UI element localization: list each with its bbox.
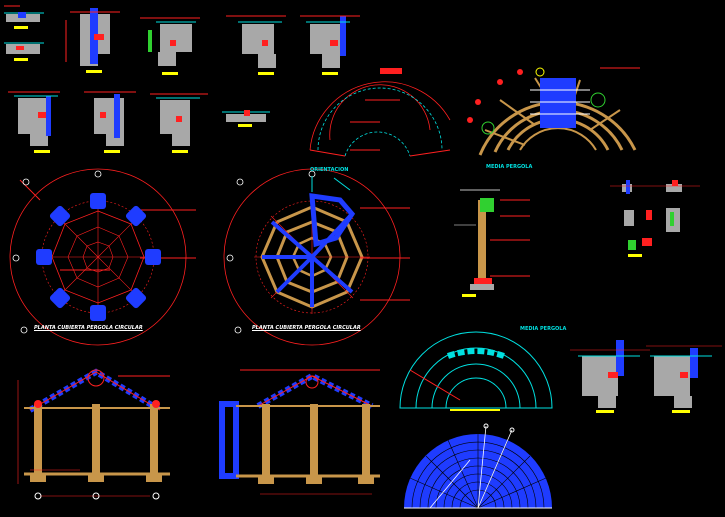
detail-foundation-2 xyxy=(140,17,200,75)
orientacion-label: ORIENTACION xyxy=(310,167,349,173)
section-elevation-1 xyxy=(17,368,170,500)
half-circle-grid-plan xyxy=(404,423,552,509)
detail-small-3 xyxy=(222,110,270,127)
planta-cubierta-markers-1 xyxy=(12,170,102,334)
detail-foundation-5 xyxy=(8,91,60,153)
detail-small-1 xyxy=(4,5,44,29)
half-circle-elevation xyxy=(399,331,553,411)
planta-cubierta-columns-1 xyxy=(36,193,161,321)
media-pergola-structure xyxy=(467,67,640,156)
detail-section-row2 xyxy=(8,91,270,153)
detail-small-2 xyxy=(4,42,44,61)
media-pergola-top-label: MEDIA PERGOLA xyxy=(486,164,533,170)
planta-cubierta-plan-2 xyxy=(223,168,410,346)
detail-foundation-7 xyxy=(150,93,208,153)
section-elevation-2 xyxy=(219,369,380,495)
detail-section-row1 xyxy=(4,5,360,75)
planta-cubierta-title-2: PLANTA CUBIERTA PERGOLA CIRCULAR xyxy=(252,325,361,331)
planta-cubierta-title-1: PLANTA CUBIERTA PERGOLA CIRCULAR xyxy=(34,325,143,331)
detail-foundation-6 xyxy=(84,91,136,153)
column-elevation-detail xyxy=(454,189,530,297)
half-ring-plan xyxy=(309,68,451,157)
detail-foundation-3 xyxy=(226,15,286,75)
connection-details xyxy=(610,180,700,257)
media-pergola-mid-label: MEDIA PERGOLA xyxy=(520,326,567,332)
detail-foundation-1 xyxy=(65,8,120,73)
foundation-sections-right xyxy=(570,340,722,413)
detail-foundation-4 xyxy=(300,15,360,75)
